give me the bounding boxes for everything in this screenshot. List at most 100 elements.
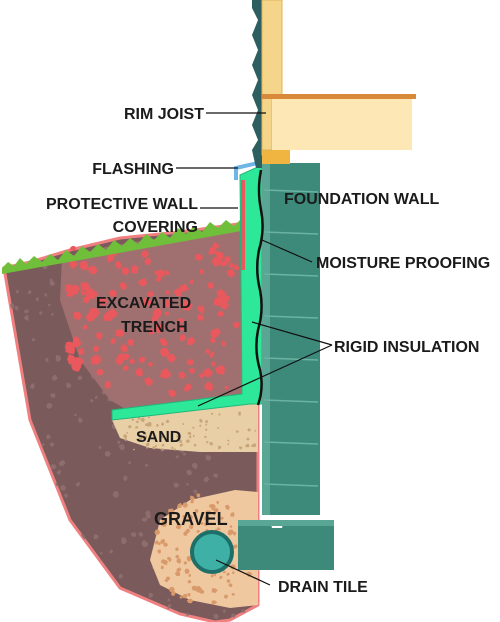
texture-stone bbox=[162, 559, 168, 566]
block-joint bbox=[263, 231, 319, 235]
texture-stone bbox=[235, 430, 239, 434]
texture-stone bbox=[26, 601, 30, 605]
texture-stone bbox=[63, 493, 68, 499]
texture-stone bbox=[196, 529, 201, 533]
texture-stone bbox=[203, 476, 210, 482]
texture-stone bbox=[69, 245, 76, 251]
texture-stone bbox=[80, 290, 85, 296]
texture-stone bbox=[212, 473, 219, 478]
texture-stone bbox=[56, 469, 62, 475]
texture-stone bbox=[117, 616, 122, 620]
texture-stone bbox=[212, 242, 220, 250]
texture-stone bbox=[176, 502, 183, 508]
texture-stone bbox=[146, 290, 155, 297]
texture-stone bbox=[196, 587, 203, 593]
texture-stone bbox=[46, 434, 51, 440]
texture-stone bbox=[154, 444, 158, 447]
texture-stone bbox=[181, 593, 188, 599]
texture-stone bbox=[110, 337, 116, 345]
texture-stone bbox=[17, 423, 21, 426]
texture-stone bbox=[203, 522, 209, 527]
texture-stone bbox=[4, 409, 8, 414]
texture-stone bbox=[160, 435, 164, 439]
texture-stone bbox=[148, 592, 154, 598]
texture-stone bbox=[90, 355, 102, 365]
texture-stone bbox=[132, 448, 135, 451]
texture-stone bbox=[179, 596, 183, 599]
texture-stone bbox=[29, 509, 35, 515]
texture-stone bbox=[91, 291, 99, 297]
texture-stone bbox=[149, 432, 152, 435]
texture-stone bbox=[83, 296, 91, 304]
texture-stone bbox=[229, 525, 233, 528]
texture-stone bbox=[20, 556, 26, 562]
texture-stone bbox=[106, 254, 115, 263]
texture-stone bbox=[167, 353, 177, 363]
rim-joist bbox=[261, 96, 273, 151]
texture-stone bbox=[127, 338, 134, 346]
texture-stone bbox=[108, 581, 113, 586]
texture-stone bbox=[228, 583, 233, 588]
texture-stone bbox=[157, 549, 161, 554]
texture-stone bbox=[197, 305, 205, 315]
texture-stone bbox=[147, 422, 152, 426]
texture-stone bbox=[179, 333, 187, 342]
texture-stone bbox=[4, 540, 9, 547]
texture-stone bbox=[72, 338, 82, 348]
texture-stone bbox=[254, 429, 257, 432]
texture-stone bbox=[199, 269, 204, 275]
texture-stone bbox=[78, 347, 85, 356]
texture-stone bbox=[164, 371, 172, 378]
texture-stone bbox=[8, 339, 12, 345]
texture-stone bbox=[210, 337, 217, 343]
texture-stone bbox=[9, 303, 15, 309]
block-joint bbox=[263, 399, 319, 403]
label-rim-joist: RIM JOIST bbox=[124, 106, 204, 123]
texture-stone bbox=[220, 340, 227, 346]
texture-stone bbox=[75, 482, 81, 487]
texture-stone bbox=[188, 435, 192, 439]
texture-stone bbox=[154, 540, 159, 545]
texture-stone bbox=[49, 280, 56, 287]
texture-stone bbox=[233, 264, 240, 271]
texture-stone bbox=[7, 618, 11, 622]
grass-strip bbox=[2, 218, 258, 274]
label-gravel: GRAVEL bbox=[154, 509, 228, 529]
texture-stone bbox=[23, 315, 29, 320]
texture-stone bbox=[144, 463, 149, 467]
texture-stone bbox=[209, 351, 215, 358]
texture-stone bbox=[138, 532, 144, 537]
texture-stone bbox=[164, 311, 170, 316]
texture-stone bbox=[127, 425, 132, 429]
texture-stone bbox=[213, 613, 219, 620]
texture-stone bbox=[168, 586, 175, 593]
texture-stone bbox=[97, 573, 104, 580]
texture-stone bbox=[190, 495, 195, 501]
texture-stone bbox=[135, 420, 140, 424]
texture-stone bbox=[96, 332, 103, 340]
texture-stone bbox=[186, 598, 191, 603]
sand-grains bbox=[123, 411, 257, 451]
texture-stone bbox=[184, 568, 190, 574]
texture-stone bbox=[167, 598, 171, 602]
texture-stone bbox=[16, 607, 21, 612]
texture-stone bbox=[128, 461, 132, 465]
texture-stone bbox=[177, 317, 184, 324]
subfloor bbox=[262, 94, 416, 99]
texture-stone bbox=[178, 371, 187, 379]
texture-stone bbox=[179, 283, 189, 292]
texture-stone bbox=[183, 561, 188, 565]
texture-stone bbox=[186, 613, 190, 616]
texture-stone bbox=[217, 426, 220, 429]
texture-stone bbox=[227, 529, 234, 534]
texture-stone bbox=[232, 544, 238, 549]
texture-stone bbox=[218, 445, 222, 450]
texture-stone bbox=[13, 445, 19, 450]
texture-stone bbox=[50, 542, 57, 549]
texture-stone bbox=[156, 424, 159, 427]
texture-stone bbox=[66, 382, 72, 389]
texture-stone bbox=[78, 544, 81, 548]
texture-stone bbox=[168, 508, 172, 513]
texture-stone bbox=[238, 412, 242, 416]
texture-stone bbox=[192, 462, 198, 469]
